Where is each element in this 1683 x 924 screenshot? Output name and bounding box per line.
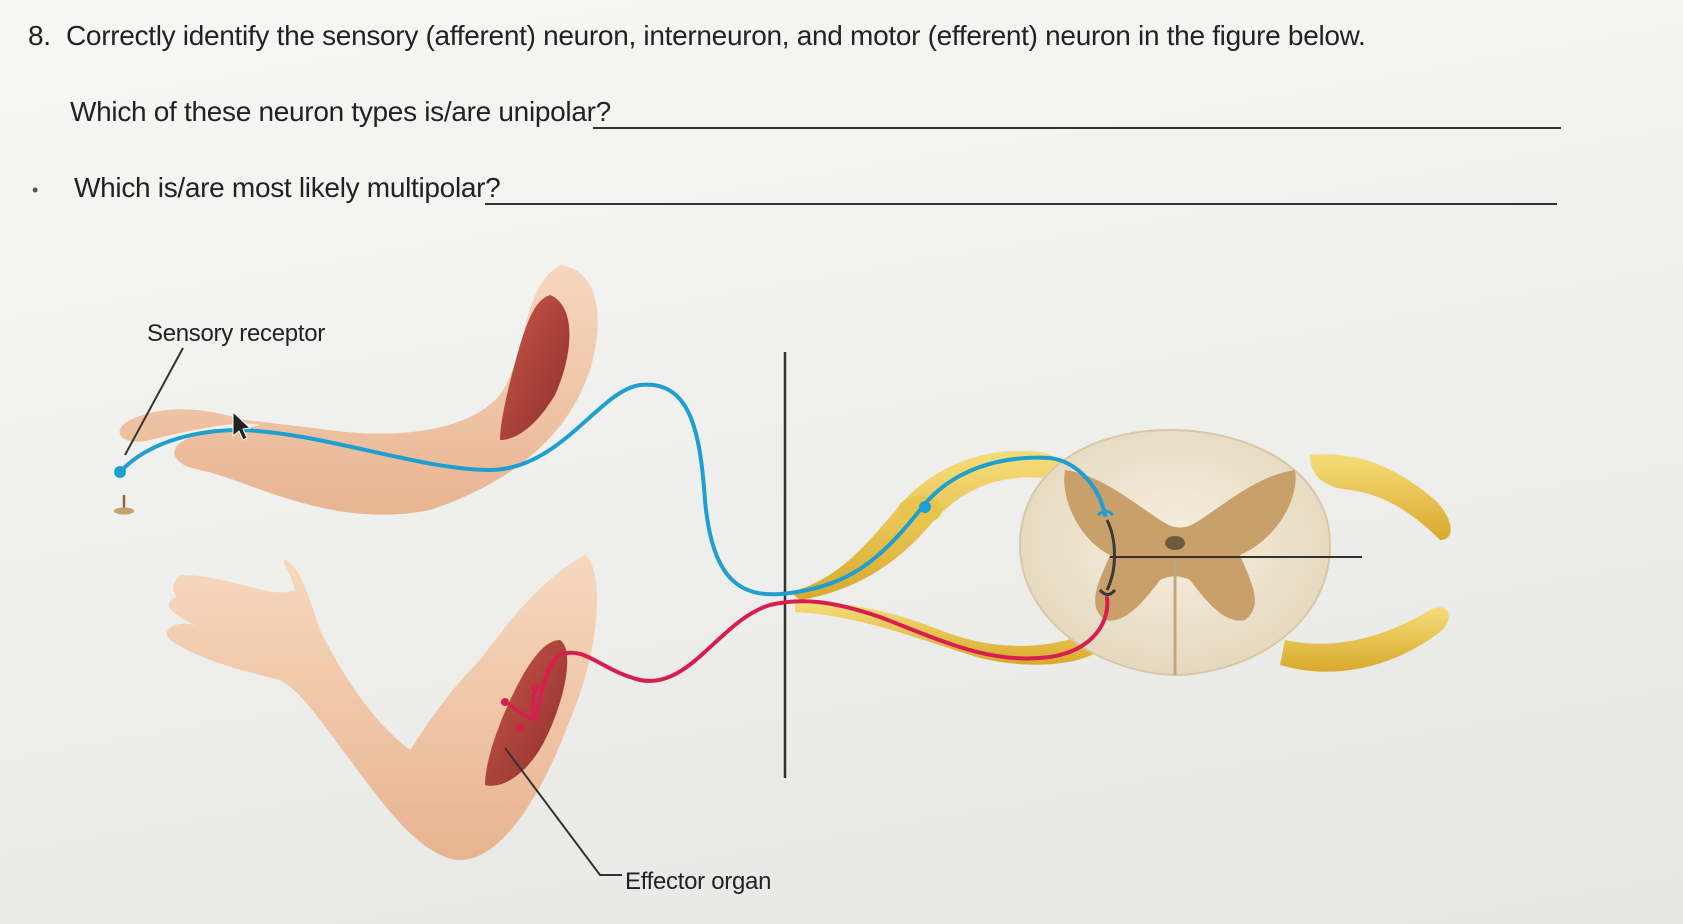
sensory-cell-body [919, 501, 931, 513]
sub-question-multipolar: Which is/are most likely multipolar? [74, 172, 501, 203]
cursor-arrow-icon [232, 410, 252, 441]
question-prompt: Correctly identify the sensory (afferent… [66, 20, 1366, 51]
right-dorsal-root [1310, 454, 1451, 540]
upper-arm-skin [119, 265, 598, 515]
label-effector-organ: Effector organ [625, 868, 772, 895]
interneuron-path [1105, 519, 1116, 591]
end-plate-3 [516, 724, 524, 732]
upper-arm [119, 265, 598, 515]
ventral-root [795, 601, 1102, 665]
answer-line-multipolar[interactable] [485, 203, 1557, 205]
sub-question-unipolar: Which of these neuron types is/are unipo… [70, 96, 611, 127]
effector-organ-pointer [504, 747, 622, 876]
question-number: 8. [28, 20, 51, 51]
stimulus-tack-icon [114, 495, 134, 515]
stray-mark: • [32, 180, 39, 200]
sensory-synapse [1096, 509, 1115, 517]
sensory-receptor-ending [114, 466, 126, 478]
right-ventral-root [1280, 607, 1449, 672]
spinal-cord [1018, 428, 1332, 677]
sensory-neuron-path [118, 382, 1107, 597]
central-canal [1165, 536, 1185, 550]
answer-line-unipolar[interactable] [593, 127, 1561, 129]
spinal-nerves [790, 450, 1451, 672]
label-sensory-receptor: Sensory receptor [147, 320, 325, 347]
motor-branch-2 [530, 689, 537, 721]
interneuron-synapse [1098, 588, 1117, 596]
dorsal-root [790, 450, 1064, 600]
end-plate-1 [501, 698, 509, 706]
sensory-receptor-pointer [124, 347, 184, 456]
end-plate-2 [531, 684, 539, 692]
upper-arm-muscle [500, 295, 570, 440]
motor-neuron-path [533, 596, 1110, 722]
motor-end-plates [501, 684, 539, 732]
